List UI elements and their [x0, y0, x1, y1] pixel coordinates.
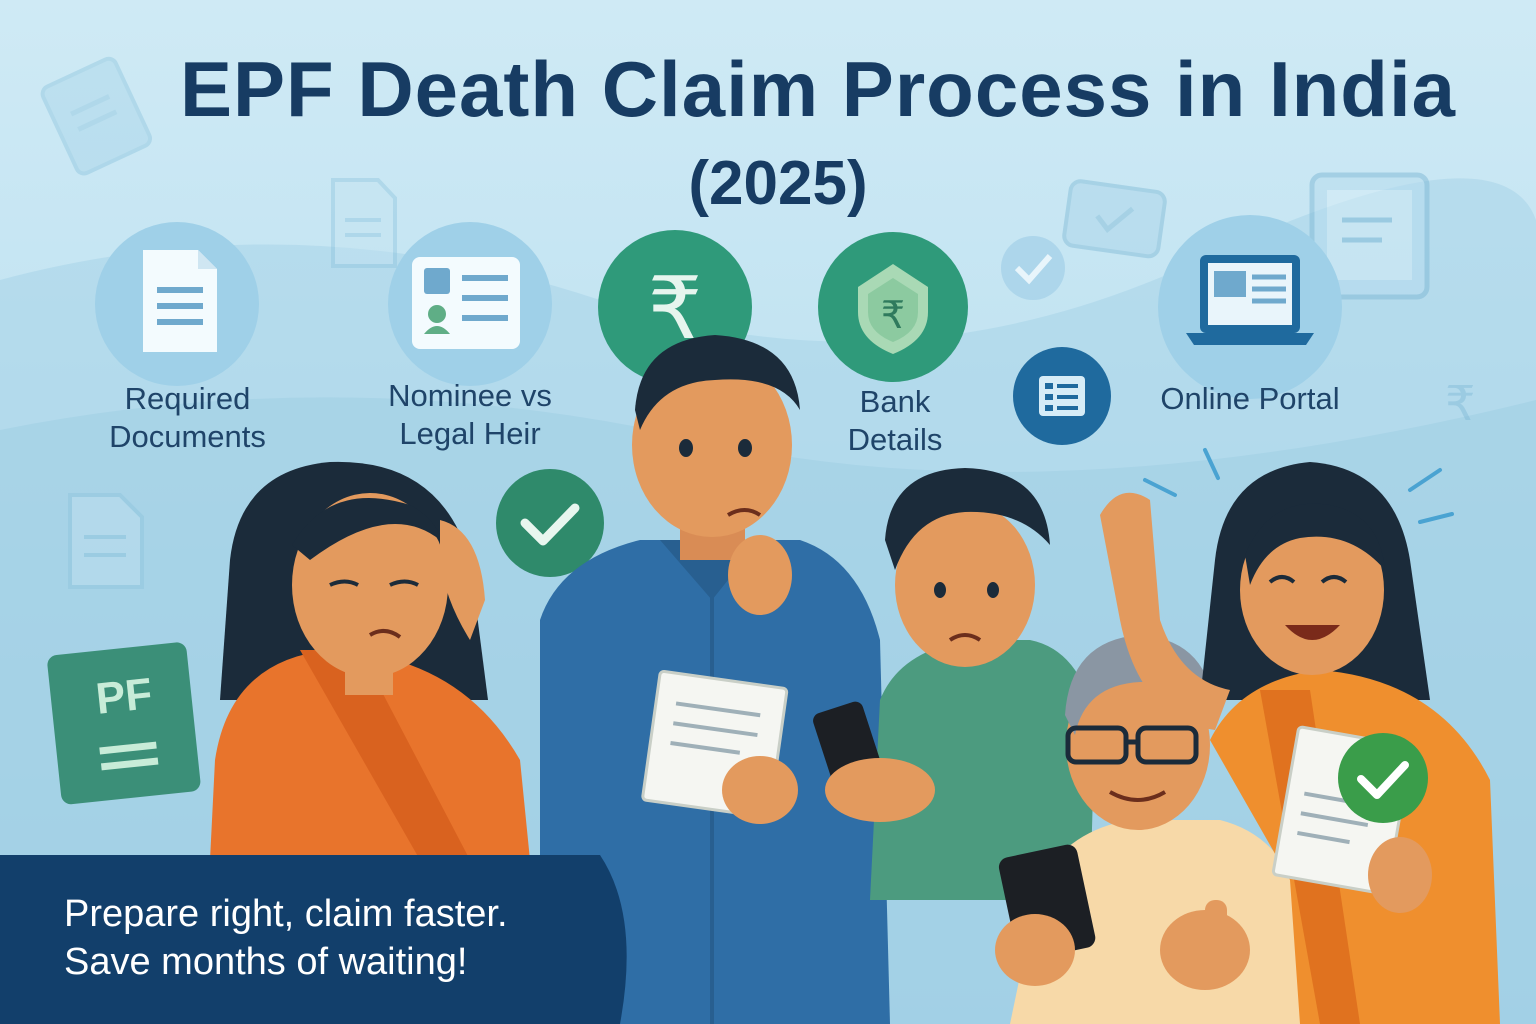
document-icon	[95, 222, 259, 386]
faded-clipboard-icon	[1309, 172, 1430, 300]
cta-text: Prepare right, claim faster. Save months…	[64, 890, 508, 986]
id-card-icon	[388, 222, 552, 386]
cta-line-1: Prepare right, claim faster.	[64, 893, 508, 935]
faded-wallet-icon	[1062, 179, 1167, 259]
thinking-man-figure	[540, 335, 890, 1024]
boy-with-phone-figure	[813, 468, 1095, 900]
faded-document-icon	[331, 178, 397, 268]
pf-document-icon	[47, 642, 201, 805]
svg-text:₹: ₹	[881, 293, 905, 337]
approved-check-icon	[1338, 733, 1428, 823]
faded-document-icon	[68, 493, 144, 589]
cta-banner	[0, 855, 627, 1024]
check-icon	[496, 469, 604, 577]
svg-text:₹: ₹	[1445, 376, 1476, 432]
page-subtitle-year: (2025)	[688, 149, 868, 218]
worried-woman-figure	[210, 461, 530, 860]
faded-document-icon	[40, 56, 153, 176]
form-list-icon	[1013, 347, 1111, 445]
faded-rupee-icon: ₹	[1445, 376, 1476, 432]
excitement-lines	[1143, 448, 1454, 524]
page-title: EPF Death Claim Process in India	[179, 45, 1457, 133]
elderly-man-figure	[995, 635, 1310, 1024]
feature-label-portal: Online Portal	[1160, 381, 1340, 416]
cta-line-2: Save months of waiting!	[64, 941, 468, 983]
happy-woman-figure	[1100, 462, 1500, 1024]
bank-shield-icon: ₹	[818, 232, 968, 382]
faded-check-icon	[1001, 236, 1065, 300]
laptop-icon	[1158, 215, 1342, 399]
